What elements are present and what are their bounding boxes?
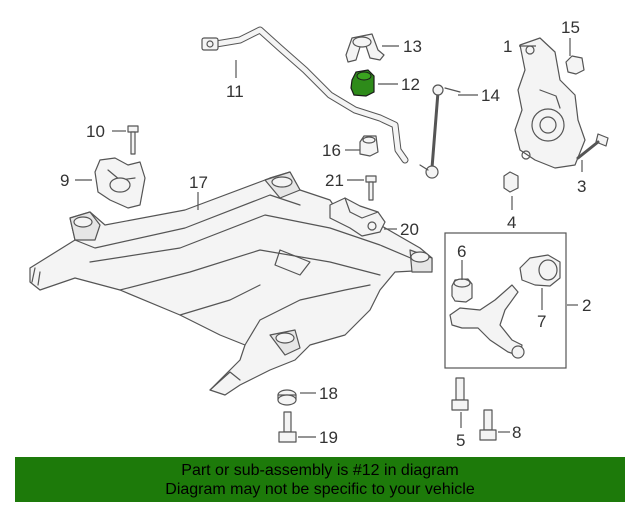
callout-20: 20 (400, 220, 419, 239)
cap-15-part (565, 55, 585, 75)
bolt-5-part (451, 377, 469, 411)
callout-labels: 1 2 3 4 5 6 7 8 9 10 11 12 13 14 15 16 1… (60, 18, 591, 450)
washer-18-part (277, 389, 297, 406)
callout-13: 13 (403, 37, 422, 56)
callout-9: 9 (60, 171, 69, 190)
callout-5: 5 (456, 431, 465, 450)
subframe-part (29, 171, 433, 396)
callout-19: 19 (319, 428, 338, 447)
notice-banner: Part or sub-assembly is #12 in diagram D… (15, 457, 625, 502)
callout-11: 11 (226, 82, 244, 101)
callout-21: 21 (325, 171, 344, 190)
stabilizer-bar-part (201, 26, 409, 164)
callout-2: 2 (582, 296, 591, 315)
bolt-3-part (576, 133, 609, 160)
callout-8: 8 (512, 423, 521, 442)
callout-6: 6 (457, 242, 466, 261)
callout-14: 14 (481, 86, 500, 105)
callout-7: 7 (537, 312, 546, 331)
bushing-12-highlighted-part (350, 69, 375, 97)
bolt-19-part (278, 411, 297, 443)
mount-9-part (94, 157, 146, 209)
callout-10: 10 (86, 122, 105, 141)
callout-1: 1 (503, 37, 512, 56)
steering-knuckle-part (514, 37, 586, 169)
callout-18: 18 (319, 384, 338, 403)
bracket-20-part (329, 197, 386, 237)
bolt-8-part (479, 409, 497, 441)
bushing-16-part (359, 135, 379, 157)
nut-4-part (503, 171, 519, 193)
bracket-13-part (345, 33, 385, 63)
control-arm-box (444, 232, 567, 369)
callout-3: 3 (577, 177, 586, 196)
callout-16: 16 (322, 141, 341, 160)
parts-diagram: 1 2 3 4 5 6 7 8 9 10 11 12 13 14 15 16 1… (29, 18, 609, 450)
leader-lines (75, 38, 583, 438)
callout-12: 12 (401, 75, 420, 94)
callout-17: 17 (189, 173, 208, 192)
banner-line-2: Diagram may not be specific to your vehi… (165, 481, 475, 498)
bolt-10-part (127, 125, 139, 155)
callout-15: 15 (561, 18, 580, 37)
stabilizer-link-part (419, 84, 461, 179)
bolt-21-part (365, 175, 377, 201)
callout-4: 4 (507, 213, 516, 232)
banner-line-1: Part or sub-assembly is #12 in diagram (181, 462, 459, 479)
